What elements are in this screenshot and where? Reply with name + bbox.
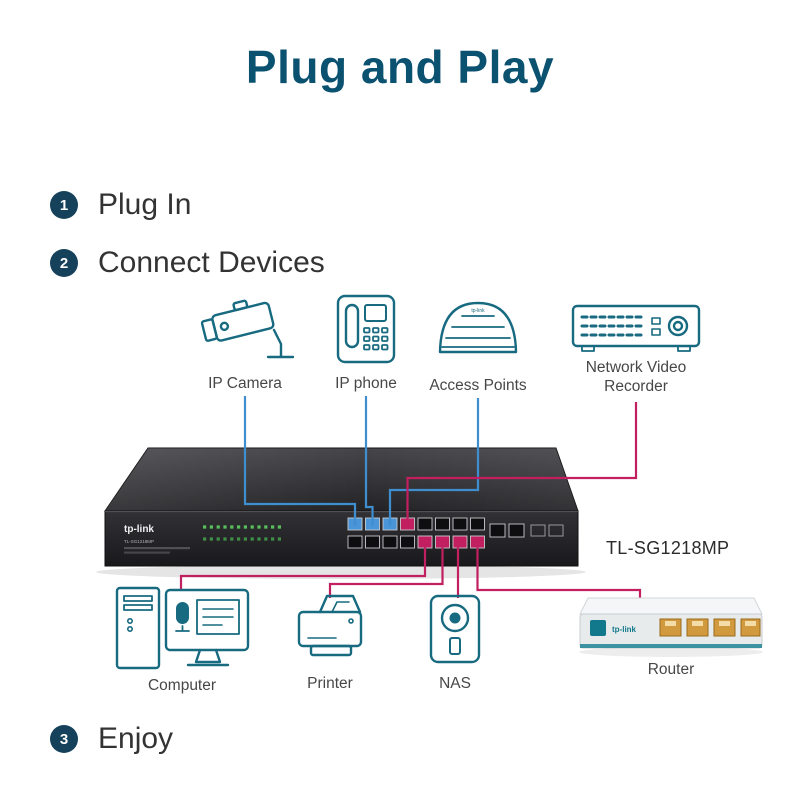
step-2: 2 Connect Devices	[50, 246, 325, 280]
access-points-label: Access Points	[429, 377, 527, 394]
ip-camera-label: IP Camera	[208, 375, 282, 392]
router-label: Router	[647, 661, 695, 678]
switch-front-fineprint	[124, 551, 170, 554]
page-title: Plug and Play	[245, 41, 555, 93]
switch-front-logo: tp-link	[124, 524, 154, 535]
router-top	[579, 597, 763, 615]
cable-computer	[179, 546, 427, 590]
nvr-icon	[571, 304, 701, 352]
computer-icon	[115, 586, 250, 670]
nas-icon	[429, 594, 481, 664]
step-2-badge: 2	[50, 249, 78, 277]
cables	[179, 396, 642, 600]
switch-top-sheen	[105, 448, 578, 511]
router-logo-block	[590, 620, 606, 636]
step-1-label: Plug In	[98, 188, 192, 221]
ip-phone-icon	[336, 294, 396, 364]
step-1: 1 Plug In	[50, 188, 191, 222]
step-3-label: Enjoy	[98, 722, 174, 755]
nas-label: NAS	[439, 675, 471, 692]
step-3-badge: 3	[50, 725, 78, 753]
switch-front-face	[104, 510, 579, 567]
router-accent-strip	[580, 644, 762, 648]
access-point-logo: tp-link	[471, 308, 485, 314]
cable-ip-phone	[364, 396, 374, 526]
router-logo: tp-link	[612, 625, 637, 634]
switch-device: tp-link TL-SG1218MP	[96, 447, 586, 579]
step-3: 3 Enjoy	[50, 722, 173, 756]
switch-front-model-text: TL-SG1218MP	[124, 539, 154, 544]
cable-access-point	[388, 398, 480, 526]
ip-phone-label: IP phone	[335, 375, 397, 392]
access-point-icon: tp-link	[438, 301, 518, 354]
cable-nvr	[406, 402, 638, 526]
sfp-slots	[530, 524, 564, 537]
router-shadow	[579, 647, 763, 657]
ip-camera-icon	[200, 299, 295, 359]
nvr-label: Network Video Recorder	[585, 359, 687, 395]
cable-printer	[328, 546, 444, 598]
cable-router	[476, 546, 642, 600]
computer-label: Computer	[147, 677, 217, 694]
printer-label: Printer	[307, 675, 353, 692]
printer-icon	[297, 594, 363, 657]
uplink-ports	[489, 523, 525, 538]
switch-model-label: TL-SG1218MP	[606, 538, 730, 558]
step-1-badge: 1	[50, 191, 78, 219]
switch-front-fineprint	[124, 547, 190, 550]
router-ports	[659, 618, 761, 637]
step-2-label: Connect Devices	[98, 246, 325, 279]
cable-ip-camera	[243, 396, 357, 526]
router-icon: tp-link	[579, 597, 763, 657]
